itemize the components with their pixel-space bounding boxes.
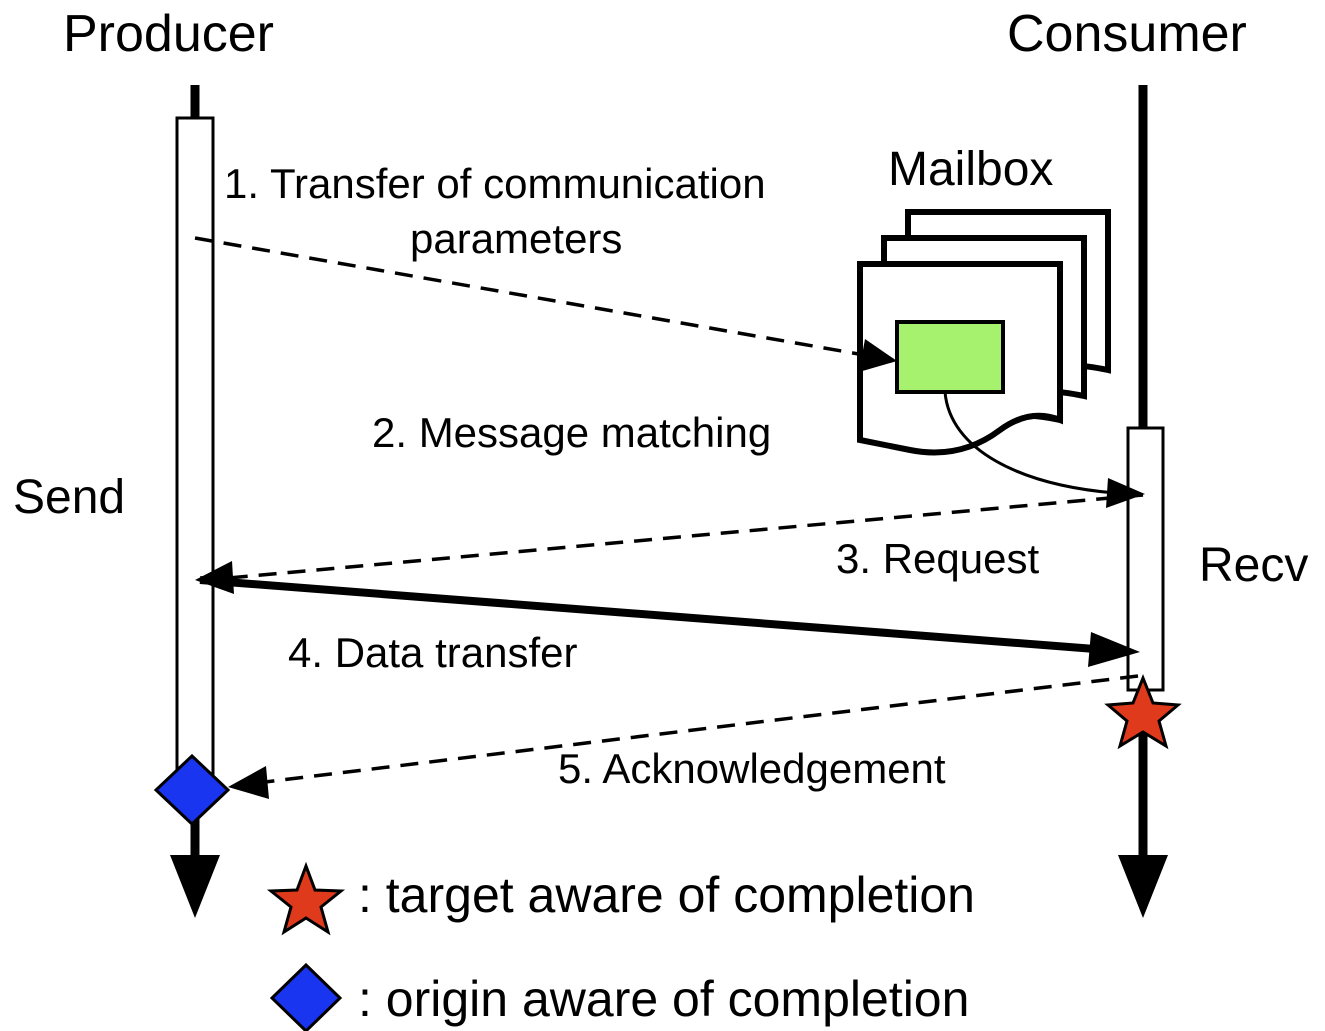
message-1-arrow (194, 236, 894, 363)
legend-star-icon (266, 861, 346, 936)
producer-title: Producer (63, 5, 274, 63)
consumer-title: Consumer (1007, 5, 1247, 63)
message-2-label: 2. Message matching (372, 409, 772, 456)
message-5-arrowhead (228, 766, 269, 799)
target-completion-star (1104, 673, 1182, 750)
legend-diamond-icon (269, 962, 343, 1031)
message-4-label: 4. Data transfer (288, 629, 578, 676)
message-4-arrowhead (1088, 632, 1140, 667)
mailbox-label: Mailbox (888, 143, 1054, 196)
legend-target-text: : target aware of completion (358, 867, 975, 923)
message-5-arrow (264, 674, 1139, 784)
producer-send-activation (175, 116, 215, 800)
message-3-label: 3. Request (836, 535, 1040, 582)
message-3-arrow (227, 493, 1144, 580)
mailbox-entry (895, 320, 1005, 394)
message-4-arrow (199, 576, 1096, 653)
message-1-label-line2: parameters (410, 215, 623, 262)
consumer-lifeline-arrowhead (1118, 855, 1168, 918)
message-2-arrowhead (1106, 478, 1145, 508)
message-1-label-line1: 1. Transfer of communication (224, 160, 766, 207)
message-1-arrowhead (859, 339, 897, 372)
origin-completion-diamond (153, 753, 231, 827)
send-label: Send (13, 471, 126, 524)
producer-lifeline-arrowhead (170, 855, 220, 918)
recv-label: Recv (1199, 539, 1309, 592)
message-5-label: 5. Acknowledgement (558, 745, 946, 792)
legend-origin-text: : origin aware of completion (358, 971, 970, 1027)
message-2-curve (943, 391, 1116, 495)
mailbox-icon (857, 209, 1111, 456)
